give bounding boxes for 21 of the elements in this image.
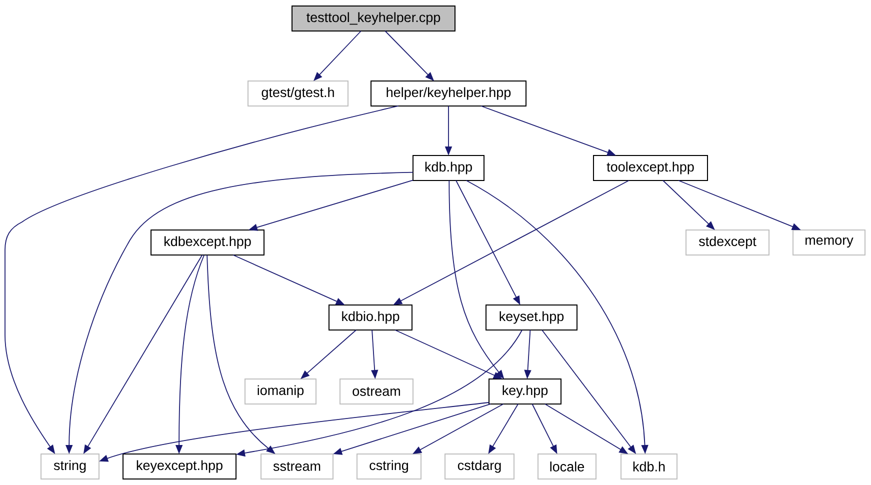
file-box: keyset.hpp [486,304,578,330]
file-box: memory [792,230,866,256]
file-box: toolexcept.hpp [593,155,708,181]
file-box: cstring [356,454,422,480]
file-box: iomanip [244,378,316,404]
arrow [662,180,715,230]
file-box: sstream [260,454,334,480]
file-box: testtool_keyhelper.cpp [292,6,456,32]
file-box: helper/keyhelper.hpp [370,80,526,106]
file-box: string [40,454,100,480]
file-box: key.hpp [488,378,562,404]
file-box: locale [538,454,596,480]
file-box: ostream [340,378,414,404]
file-box: stdexcept [686,230,770,256]
file-box: keyexcept.hpp [122,454,236,480]
file-box: cstdarg [444,454,514,480]
file-box: gtest/gtest.h [248,80,348,106]
file-box: kdb.hpp [412,155,484,181]
file-box: kdbio.hpp [328,304,412,330]
file-box: kdbexcept.hpp [150,230,264,256]
file-box: kdb.h [620,454,678,480]
